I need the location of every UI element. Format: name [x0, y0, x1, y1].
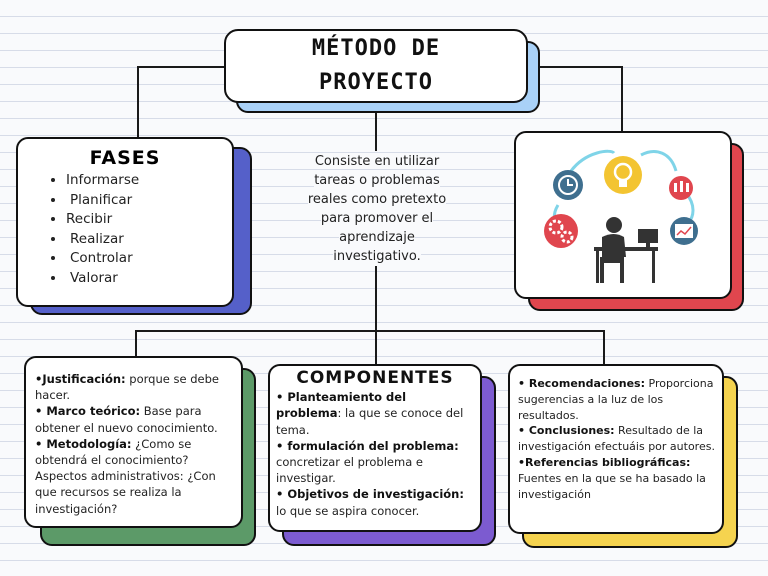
- connector-definition-down: [375, 266, 377, 365]
- definition-span: Consiste en utilizar tareas o problemas …: [307, 154, 447, 264]
- justificacion-text: porque se debe hacer.: [35, 372, 219, 403]
- justificacion-para: •Justificación: porque se debe hacer.: [35, 371, 233, 403]
- fases-item: Recibir: [66, 210, 222, 230]
- formulacion-label: • formulación del problema:: [276, 438, 459, 453]
- fases-item: Valorar: [66, 269, 222, 289]
- definition-text: Consiste en utilizar tareas o problemas …: [300, 152, 454, 266]
- connector-left-top: [137, 66, 225, 68]
- illustration-box: [514, 131, 732, 299]
- left-info-box: •Justificación: porque se debe hacer. • …: [24, 356, 243, 528]
- fases-heading: FASES: [89, 147, 161, 169]
- recomendaciones-para: • Recomendaciones: Proporciona sugerenci…: [518, 376, 716, 423]
- justificacion-label: •Justificación:: [35, 372, 126, 386]
- referencias-para: •Referencias bibliográficas: Fuentes en …: [518, 455, 716, 502]
- gears-icon: [544, 214, 578, 248]
- planteamiento-label: • Planteamiento del problema: [276, 390, 407, 421]
- formulacion-para: • formulación del problema: concretizar …: [276, 438, 474, 487]
- fases-item: Realizar: [66, 230, 222, 250]
- fases-item: Controlar: [66, 249, 222, 269]
- connector-right-drop: [621, 66, 623, 132]
- objetivos-para: • Objetivos de investigación: lo que se …: [276, 486, 474, 518]
- lightbulb-icon: [604, 156, 642, 194]
- title-line-1: MÉTODO DE: [311, 36, 441, 61]
- planteamiento-para: • Planteamiento del problema: la que se …: [276, 389, 474, 438]
- formulacion-text: concretizar el problema e investigar.: [276, 455, 423, 486]
- clock-icon: [553, 170, 583, 200]
- componentes-heading: COMPONENTES: [296, 368, 454, 388]
- recomendaciones-label: • Recomendaciones:: [518, 377, 646, 390]
- marco-text: Base para obtener el nuevo conocimiento.: [35, 404, 218, 435]
- referencias-label: •Referencias bibliográficas:: [518, 455, 691, 469]
- recomendaciones-text: Proporciona sugerencias a la luz de los …: [518, 377, 714, 422]
- planteamiento-text: : la que se conoce del tema.: [276, 406, 464, 437]
- project-illustration: [544, 149, 698, 283]
- objetivos-label: • Objetivos de investigación:: [276, 487, 464, 502]
- connector-bottom-right-drop: [603, 330, 605, 365]
- title-line-2: PROYECTO: [319, 70, 433, 95]
- connector-right-top: [528, 66, 623, 68]
- metodologia-label: • Metodología:: [35, 436, 132, 451]
- aspectos-para: Aspectos administrativos: ¿Con que recur…: [35, 469, 216, 516]
- team-icon: [669, 176, 693, 200]
- connector-left-drop: [137, 66, 139, 138]
- fases-item: Planificar: [66, 191, 222, 211]
- calendar-chart-icon: [670, 217, 698, 245]
- metodologia-text: ¿Como se obtendrá el conocimiento?: [35, 436, 192, 468]
- fases-item: Informarse: [66, 171, 222, 191]
- title-box: MÉTODO DE PROYECTO: [224, 29, 528, 103]
- connector-title-down: [375, 103, 377, 151]
- marco-para: • Marco teórico: Base para obtener el nu…: [35, 403, 233, 435]
- fases-box: FASES Informarse Planificar Recibir Real…: [16, 137, 234, 307]
- metodologia-para: • Metodología: ¿Como se obtendrá el cono…: [35, 436, 233, 468]
- componentes-box: COMPONENTES • Planteamiento del problema…: [268, 364, 482, 532]
- conclusiones-para: • Conclusiones: Resultado de la investig…: [518, 423, 716, 455]
- connector-bottom-left-drop: [135, 330, 137, 357]
- conclusiones-label: • Conclusiones:: [518, 424, 615, 438]
- objetivos-text: lo que se aspira conocer.: [276, 503, 420, 518]
- fases-list: Informarse Planificar Recibir Realizar C…: [28, 171, 222, 288]
- right-info-box: • Recomendaciones: Proporciona sugerenci…: [508, 364, 724, 534]
- connector-bottom-bar: [135, 330, 605, 332]
- marco-label: • Marco teórico:: [35, 404, 141, 419]
- person-at-computer-icon: [594, 217, 658, 283]
- referencias-text: Fuentes en la que se ha basado la invest…: [518, 471, 706, 501]
- conclusiones-text: Resultado de la investigación efectuáis …: [518, 424, 715, 454]
